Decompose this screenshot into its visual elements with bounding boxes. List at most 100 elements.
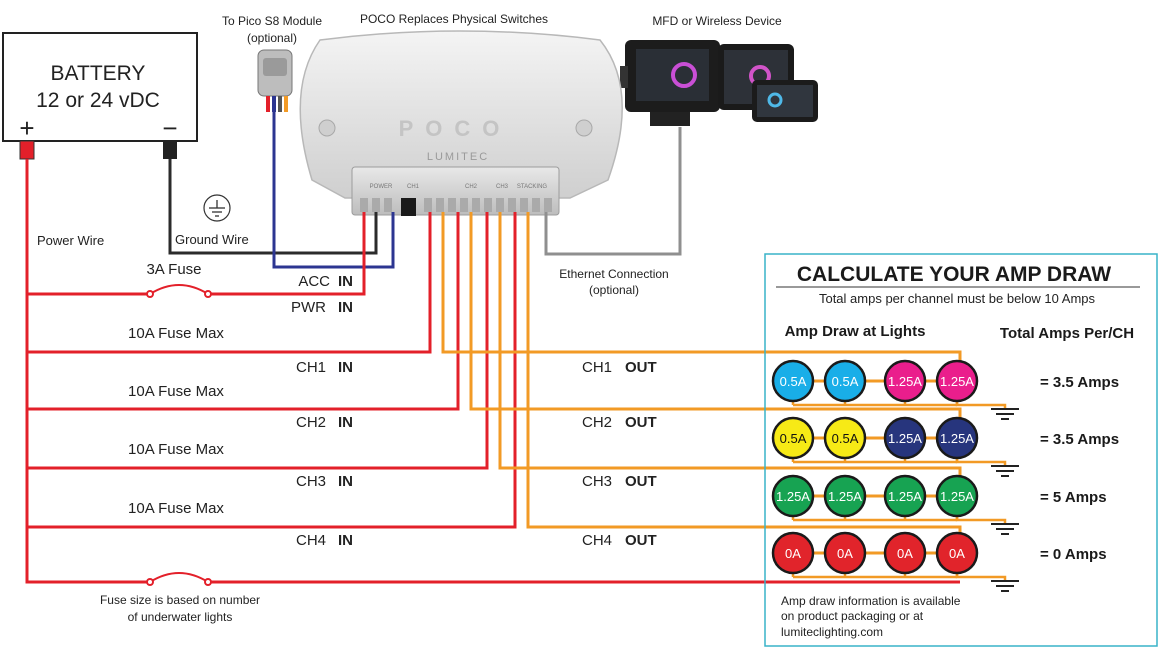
channel-total-amps: = 3.5 Amps xyxy=(1040,431,1119,448)
light-bulb-icon: 1.25A xyxy=(935,359,979,403)
output-ch2-name: CH2 xyxy=(582,414,612,431)
light-bulb-icon: 0A xyxy=(935,531,979,575)
power-wire-label: Power Wire xyxy=(37,233,104,248)
port-ch3-label: CH3 xyxy=(496,184,509,190)
light-bulb-icon: 0.5A xyxy=(771,416,815,460)
ethernet-label-line2: (optional) xyxy=(589,283,639,297)
light-amp-value: 0A xyxy=(949,546,965,561)
fuse-pwr-icon xyxy=(146,284,212,298)
mfd-label: MFD or Wireless Device xyxy=(652,14,782,28)
light-bulb-icon: 1.25A xyxy=(771,474,815,518)
output-ch4-name: CH4 xyxy=(582,532,612,549)
input-ch3-dir: IN xyxy=(338,473,353,490)
battery: BATTERY 12 or 24 vDC + − xyxy=(2,32,198,160)
battery-positive-terminal: + xyxy=(19,113,34,143)
fuse-label-ch2: 10A Fuse Max xyxy=(128,383,224,400)
ethernet-label-line1: Ethernet Connection xyxy=(559,267,668,281)
ch3-in-wire xyxy=(27,212,489,470)
output-ch2-dir: OUT xyxy=(625,414,657,431)
light-amp-value: 1.25A xyxy=(888,431,922,446)
amp-panel-title: CALCULATE YOUR AMP DRAW xyxy=(797,263,1111,286)
input-pwr-dir: IN xyxy=(338,299,353,316)
earth-ground-icon xyxy=(203,194,231,222)
ground-wire-label: Ground Wire xyxy=(175,232,249,247)
ch1-in-wire xyxy=(27,212,432,354)
input-ch3-name: CH3 xyxy=(296,473,326,490)
ethernet-wire xyxy=(544,127,682,256)
light-amp-value: 1.25A xyxy=(776,489,810,504)
battery-voltage: 12 or 24 vDC xyxy=(36,89,160,112)
fuse-label-pwr: 3A Fuse xyxy=(146,261,201,278)
light-bulb-icon: 0.5A xyxy=(771,359,815,403)
light-bulb-icon: 0A xyxy=(823,531,867,575)
input-acc-dir: IN xyxy=(338,273,353,290)
light-amp-value: 1.25A xyxy=(828,489,862,504)
fuse-bottom-icon xyxy=(146,572,212,586)
channel-total-amps: = 3.5 Amps xyxy=(1040,374,1119,391)
output-ch3-dir: OUT xyxy=(625,473,657,490)
light-amp-value: 0.5A xyxy=(832,374,859,389)
light-bulb-icon: 1.25A xyxy=(935,474,979,518)
negative-post-icon xyxy=(163,141,177,159)
pico-wire xyxy=(272,112,395,269)
col-total-header: Total Amps Per/CH xyxy=(1000,325,1134,342)
port-stacking-label: STACKING xyxy=(517,184,548,190)
light-amp-value: 1.25A xyxy=(940,374,974,389)
input-ch1-dir: IN xyxy=(338,359,353,376)
light-bulb-icon: 0.5A xyxy=(823,359,867,403)
network-port-icon xyxy=(401,198,416,216)
light-rows: 0.5A 0.5A 1.25A 1.25A = 3.5 Amps 0.5A 0.5A 1.25… xyxy=(771,359,1119,592)
channel-total-amps: = 5 Amps xyxy=(1040,489,1107,506)
ground-symbol-icon xyxy=(991,580,1019,592)
light-row: 0.5A 0.5A 1.25A 1.25A = 3.5 Amps xyxy=(771,359,1119,420)
ground-symbol-icon xyxy=(991,408,1019,420)
battery-negative-terminal: − xyxy=(162,113,177,143)
light-amp-value: 0A xyxy=(897,546,913,561)
poco-label: POCO Replaces Physical Switches xyxy=(360,12,548,26)
light-amp-value: 1.25A xyxy=(940,489,974,504)
lumitec-brand: LUMITEC xyxy=(427,151,489,163)
light-amp-value: 0A xyxy=(785,546,801,561)
output-ch1-name: CH1 xyxy=(582,359,612,376)
light-amp-value: 1.25A xyxy=(888,374,922,389)
battery-title: BATTERY xyxy=(51,62,146,85)
input-ch4-name: CH4 xyxy=(296,532,326,549)
input-ch2-dir: IN xyxy=(338,414,353,431)
poco-logo: POCO xyxy=(399,116,512,141)
positive-post-icon xyxy=(19,140,35,160)
input-ch4-dir: IN xyxy=(338,532,353,549)
amp-panel-border xyxy=(764,253,1158,647)
pico-label-line2: (optional) xyxy=(247,31,297,45)
fuse-label-ch4: 10A Fuse Max xyxy=(128,500,224,517)
output-ch3-name: CH3 xyxy=(582,473,612,490)
port-ch2-label: CH2 xyxy=(465,184,478,190)
amp-panel-subtitle: Total amps per channel must be below 10 … xyxy=(819,291,1096,306)
light-bulb-icon: 1.25A xyxy=(883,359,927,403)
pico-connector-icon xyxy=(257,49,293,112)
mfd-devices-icon xyxy=(620,40,818,126)
input-ch2-name: CH2 xyxy=(296,414,326,431)
input-acc-name: ACC xyxy=(298,273,330,290)
input-ch1-name: CH1 xyxy=(296,359,326,376)
port-power-label: POWER xyxy=(370,184,393,190)
light-bulb-icon: 0A xyxy=(771,531,815,575)
input-pwr-name: PWR xyxy=(291,299,326,316)
ground-symbol-icon xyxy=(991,523,1019,535)
ground-symbol-icon xyxy=(991,465,1019,477)
light-bulb-icon: 1.25A xyxy=(823,474,867,518)
fuse-note-line1: Fuse size is based on number xyxy=(100,593,260,607)
light-bulb-icon: 1.25A xyxy=(883,416,927,460)
poco-device: POCO LUMITEC POWER CH1 CH2 CH3 STACKING xyxy=(299,30,623,216)
light-amp-value: 0.5A xyxy=(832,431,859,446)
fuse-symbols xyxy=(146,284,212,586)
ch2-in-wire xyxy=(27,212,460,411)
amp-footnote-line2: on product packaging or at xyxy=(781,609,924,623)
pwr-branch-wire-after-fuse xyxy=(208,212,366,296)
light-row: 0.5A 0.5A 1.25A 1.25A = 3.5 Amps xyxy=(771,416,1119,477)
light-bulb-icon: 0A xyxy=(883,531,927,575)
light-bulb-icon: 1.25A xyxy=(935,416,979,460)
light-amp-value: 0.5A xyxy=(780,431,807,446)
